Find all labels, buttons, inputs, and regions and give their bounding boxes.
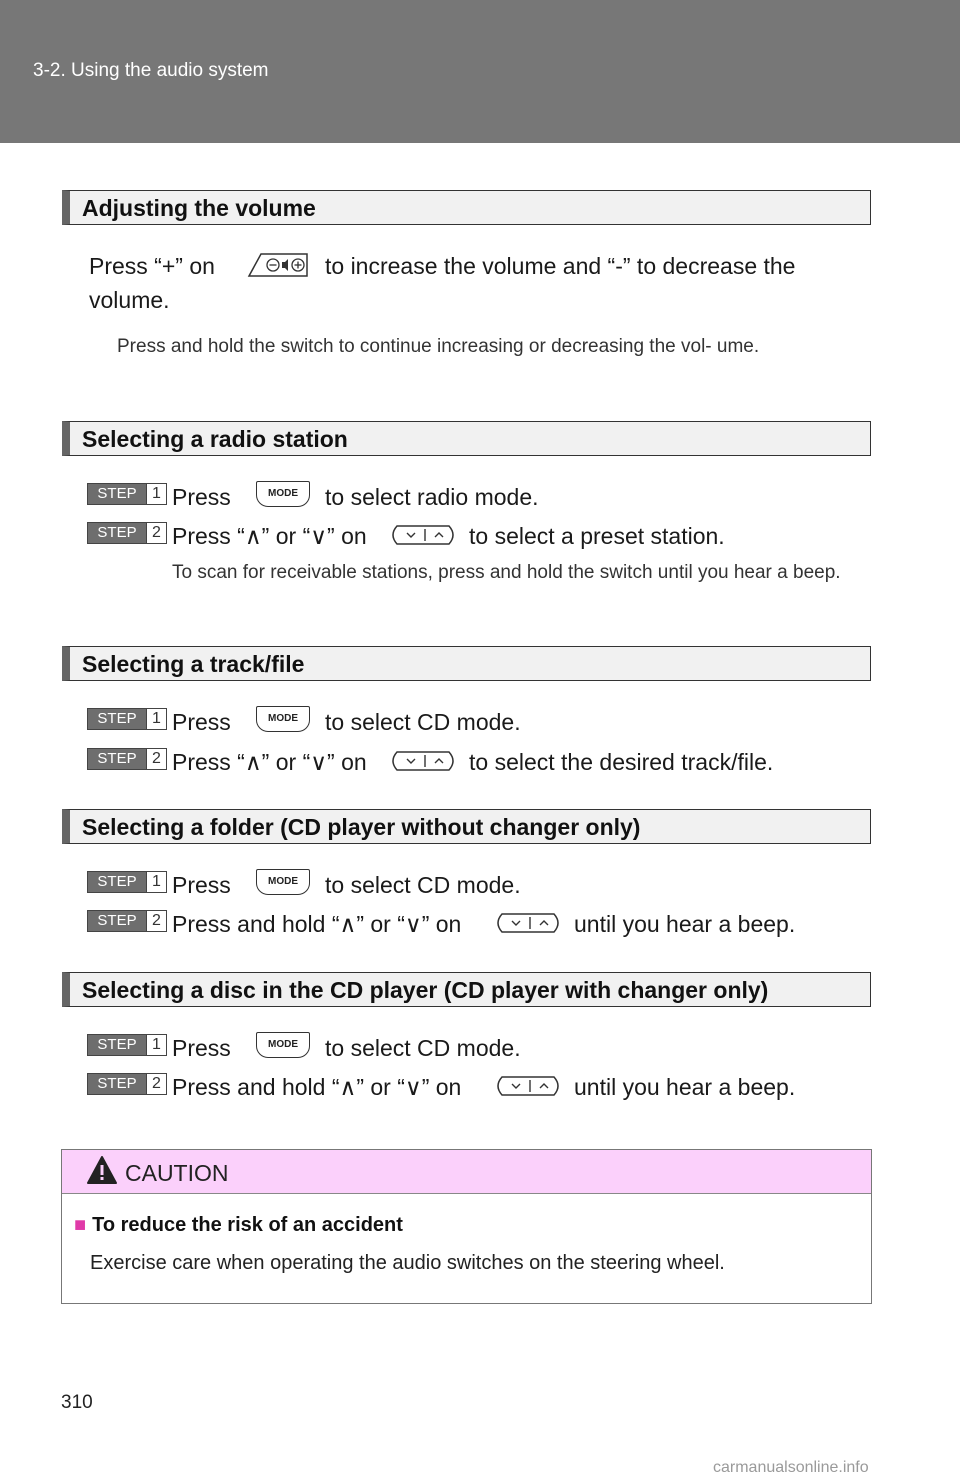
- step-text: Press and hold “∧” or “∨” on: [172, 911, 462, 937]
- step-text: to select a preset station.: [469, 523, 725, 549]
- step-text: Press “∧” or “∨” on: [172, 523, 367, 549]
- section-heading-volume: Adjusting the volume: [62, 190, 871, 225]
- step-text: until you hear a beep.: [574, 911, 796, 937]
- warning-triangle-icon: [87, 1156, 117, 1184]
- seek-switch-icon: [497, 1076, 559, 1096]
- mode-button-icon: MODE: [256, 869, 310, 895]
- caution-box: CAUTION ■To reduce the risk of an accide…: [61, 1149, 872, 1304]
- step-text: to select CD mode.: [325, 872, 521, 898]
- volume-text-b: to increase the volume and “-” to decrea…: [325, 253, 796, 279]
- volume-text-a: Press “+” on: [89, 253, 215, 279]
- caution-subtitle: ■To reduce the risk of an accident: [74, 1214, 403, 1236]
- section-heading-folder: Selecting a folder (CD player without ch…: [62, 809, 871, 844]
- step-text: to select radio mode.: [325, 484, 539, 510]
- step-text: Press: [172, 709, 231, 735]
- seek-switch-icon: [392, 751, 454, 771]
- radio-note: To scan for receivable stations, press a…: [172, 562, 841, 583]
- caution-title: CAUTION: [125, 1160, 229, 1186]
- page-number: 310: [61, 1392, 93, 1413]
- header-band: 3-2. Using the audio system: [0, 0, 960, 143]
- section-title: Adjusting the volume: [82, 195, 316, 221]
- step-text: until you hear a beep.: [574, 1074, 796, 1100]
- mode-button-icon: MODE: [256, 481, 310, 507]
- volume-note: Press and hold the switch to continue in…: [117, 336, 760, 357]
- step-text: Press: [172, 1035, 231, 1061]
- caution-text: Exercise care when operating the audio s…: [90, 1252, 725, 1274]
- seek-switch-icon: [497, 913, 559, 933]
- section-title: Selecting a radio station: [82, 426, 348, 452]
- breadcrumb: 3-2. Using the audio system: [33, 60, 269, 81]
- step-text: to select CD mode.: [325, 709, 521, 735]
- step-text: Press and hold “∧” or “∨” on: [172, 1074, 462, 1100]
- mode-button-icon: MODE: [256, 1032, 310, 1058]
- step-text: Press “∧” or “∨” on: [172, 749, 367, 775]
- watermark: carmanualsonline.info: [713, 1459, 869, 1476]
- section-title: Selecting a disc in the CD player (CD pl…: [82, 977, 769, 1003]
- square-bullet-icon: ■: [74, 1214, 87, 1236]
- section-title: Selecting a track/file: [82, 651, 305, 677]
- mode-button-icon: MODE: [256, 706, 310, 732]
- step-text: to select CD mode.: [325, 1035, 521, 1061]
- volume-switch-icon: [247, 253, 308, 277]
- step-text: Press: [172, 872, 231, 898]
- section-heading-disc: Selecting a disc in the CD player (CD pl…: [62, 972, 871, 1007]
- caution-header: CAUTION: [62, 1150, 871, 1194]
- volume-text-line2: volume.: [89, 287, 170, 313]
- section-heading-track: Selecting a track/file: [62, 646, 871, 681]
- step-text: Press: [172, 484, 231, 510]
- step-text: to select the desired track/file.: [469, 749, 774, 775]
- section-heading-radio: Selecting a radio station: [62, 421, 871, 456]
- section-title: Selecting a folder (CD player without ch…: [82, 814, 641, 840]
- seek-switch-icon: [392, 525, 454, 545]
